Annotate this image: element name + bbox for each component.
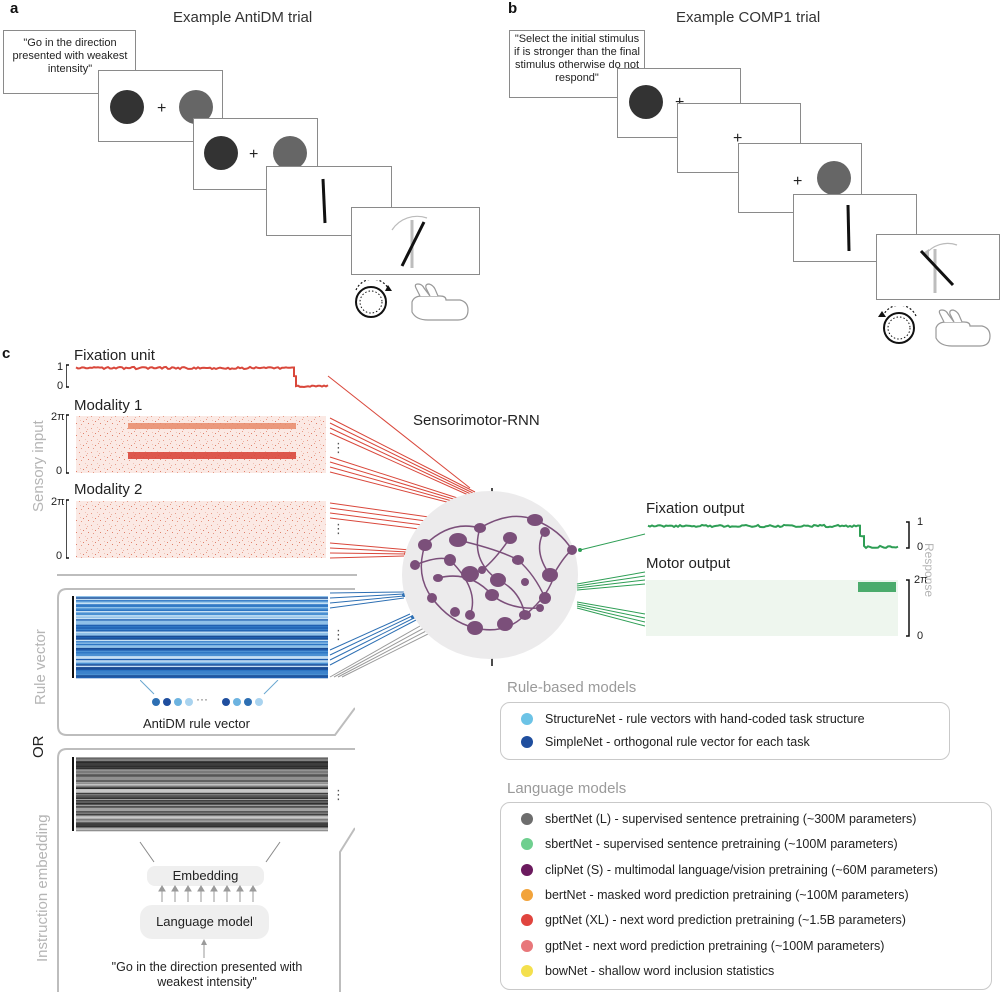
svg-text:+: + bbox=[157, 100, 166, 117]
fixation-output-label: Fixation output bbox=[646, 500, 744, 517]
modality-1-connections bbox=[330, 418, 475, 508]
instruction-to-model-arrow bbox=[198, 938, 210, 960]
rule-vector-heatmap bbox=[72, 596, 332, 680]
legend-dot bbox=[521, 965, 533, 977]
instruction-embedding-label: Instruction embedding bbox=[34, 814, 51, 962]
legend-dot bbox=[521, 736, 533, 748]
language-model-box: Language model bbox=[140, 905, 269, 939]
modality-2-label: Modality 2 bbox=[74, 481, 142, 498]
fixation-output-tick-high: 1 bbox=[917, 516, 923, 528]
dial-icon bbox=[878, 306, 916, 343]
embedding-arrows bbox=[150, 884, 264, 906]
fixation-unit-trace bbox=[66, 362, 332, 392]
modality-2-tick-high: 2π bbox=[51, 496, 65, 508]
legend-label: SimpleNet - orthogonal rule vector for e… bbox=[545, 735, 810, 749]
modality-1-ellipsis: ⋮ bbox=[332, 440, 345, 456]
legend-label: clipNet (S) - multimodal language/vision… bbox=[545, 863, 938, 877]
rule-vector-caption: AntiDM rule vector bbox=[143, 716, 250, 731]
motor-output-label: Motor output bbox=[646, 555, 730, 572]
legend-label: sbertNet - supervised sentence pretraini… bbox=[545, 837, 898, 851]
panel-a-response-graphic bbox=[352, 208, 479, 274]
legend-dot bbox=[521, 838, 533, 850]
motor-output-tick-low: 0 bbox=[917, 630, 923, 642]
rule-vector-label: Rule vector bbox=[32, 629, 49, 705]
legend-item: gptNet (XL) - next word prediction pretr… bbox=[521, 913, 906, 927]
section-divider bbox=[57, 574, 357, 576]
rule-based-models-title: Rule-based models bbox=[507, 679, 636, 696]
modality-2-tick-low: 0 bbox=[56, 550, 62, 562]
rule-vector-ellipsis-vertical: ⋮ bbox=[332, 627, 345, 643]
panel-b-title: Example COMP1 trial bbox=[676, 9, 820, 26]
modality-1-heatmap bbox=[66, 414, 328, 476]
legend-item: bertNet - masked word prediction pretrai… bbox=[521, 888, 909, 902]
instruction-embedding-heatmap bbox=[72, 757, 332, 833]
modality-1-tick-high: 2π bbox=[51, 411, 65, 423]
panel-b-response-icons bbox=[878, 306, 1000, 350]
legend-item: sbertNet (L) - supervised sentence pretr… bbox=[521, 812, 916, 826]
panel-b-frame-response bbox=[876, 234, 1000, 300]
language-models-title: Language models bbox=[507, 780, 626, 797]
modality-1-label: Modality 1 bbox=[74, 397, 142, 414]
output-connections bbox=[575, 530, 655, 640]
language-legend: sbertNet (L) - supervised sentence pretr… bbox=[500, 802, 992, 990]
legend-item-simplenet: SimpleNet - orthogonal rule vector for e… bbox=[521, 735, 810, 749]
rule-vector-dots bbox=[140, 680, 280, 710]
legend-dot bbox=[521, 914, 533, 926]
panel-a-response-icons bbox=[350, 280, 480, 324]
panel-a-frame-response bbox=[351, 207, 480, 275]
legend-item: clipNet (S) - multimodal language/vision… bbox=[521, 863, 938, 877]
legend-item: gptNet - next word prediction pretrainin… bbox=[521, 939, 884, 953]
legend-label: gptNet (XL) - next word prediction pretr… bbox=[545, 913, 906, 927]
motor-output-heatmap bbox=[646, 578, 916, 638]
modality-2-ellipsis: ⋮ bbox=[332, 521, 345, 537]
panel-b-letter: b bbox=[508, 0, 517, 17]
embedding-connections bbox=[330, 626, 432, 677]
panel-a-letter: a bbox=[10, 0, 18, 17]
hand-icon bbox=[412, 284, 468, 320]
language-model-instruction: "Go in the direction presented with weak… bbox=[108, 960, 306, 990]
embedding-connectors bbox=[130, 840, 290, 868]
embedding-ellipsis-vertical: ⋮ bbox=[332, 787, 345, 803]
embedding-box: Embedding bbox=[147, 866, 264, 886]
legend-dot bbox=[521, 813, 533, 825]
or-label: OR bbox=[30, 736, 47, 759]
legend-label: bertNet - masked word prediction pretrai… bbox=[545, 888, 909, 902]
legend-item-structurenet: StructureNet - rule vectors with hand-co… bbox=[521, 712, 865, 726]
sensory-input-label: Sensory input bbox=[30, 420, 47, 512]
response-label: Response bbox=[922, 543, 936, 597]
modality-2-heatmap bbox=[66, 499, 328, 561]
legend-item: sbertNet - supervised sentence pretraini… bbox=[521, 837, 898, 851]
svg-text:+: + bbox=[249, 146, 258, 163]
panel-b-response-graphic bbox=[877, 235, 999, 299]
modality-1-tick-low: 0 bbox=[56, 465, 62, 477]
legend-dot bbox=[521, 889, 533, 901]
hand-icon bbox=[936, 310, 990, 346]
legend-dot bbox=[521, 713, 533, 725]
panel-c-letter: c bbox=[2, 345, 10, 362]
legend-label: bowNet - shallow word inclusion statisti… bbox=[545, 964, 774, 978]
fixation-output-trace bbox=[646, 518, 916, 552]
panel-a-title: Example AntiDM trial bbox=[173, 9, 312, 26]
dial-icon bbox=[356, 280, 392, 317]
legend-label: StructureNet - rule vectors with hand-co… bbox=[545, 712, 865, 726]
fixation-unit-tick-low: 0 bbox=[57, 380, 63, 392]
legend-dot bbox=[521, 864, 533, 876]
rule-based-legend: StructureNet - rule vectors with hand-co… bbox=[500, 702, 950, 760]
legend-dot bbox=[521, 940, 533, 952]
legend-item: bowNet - shallow word inclusion statisti… bbox=[521, 964, 774, 978]
svg-text:+: + bbox=[793, 173, 802, 190]
fixation-unit-tick-high: 1 bbox=[57, 361, 63, 373]
legend-label: sbertNet (L) - supervised sentence pretr… bbox=[545, 812, 916, 826]
rule-vector-ellipsis: ··· bbox=[196, 692, 208, 706]
legend-label: gptNet - next word prediction pretrainin… bbox=[545, 939, 884, 953]
